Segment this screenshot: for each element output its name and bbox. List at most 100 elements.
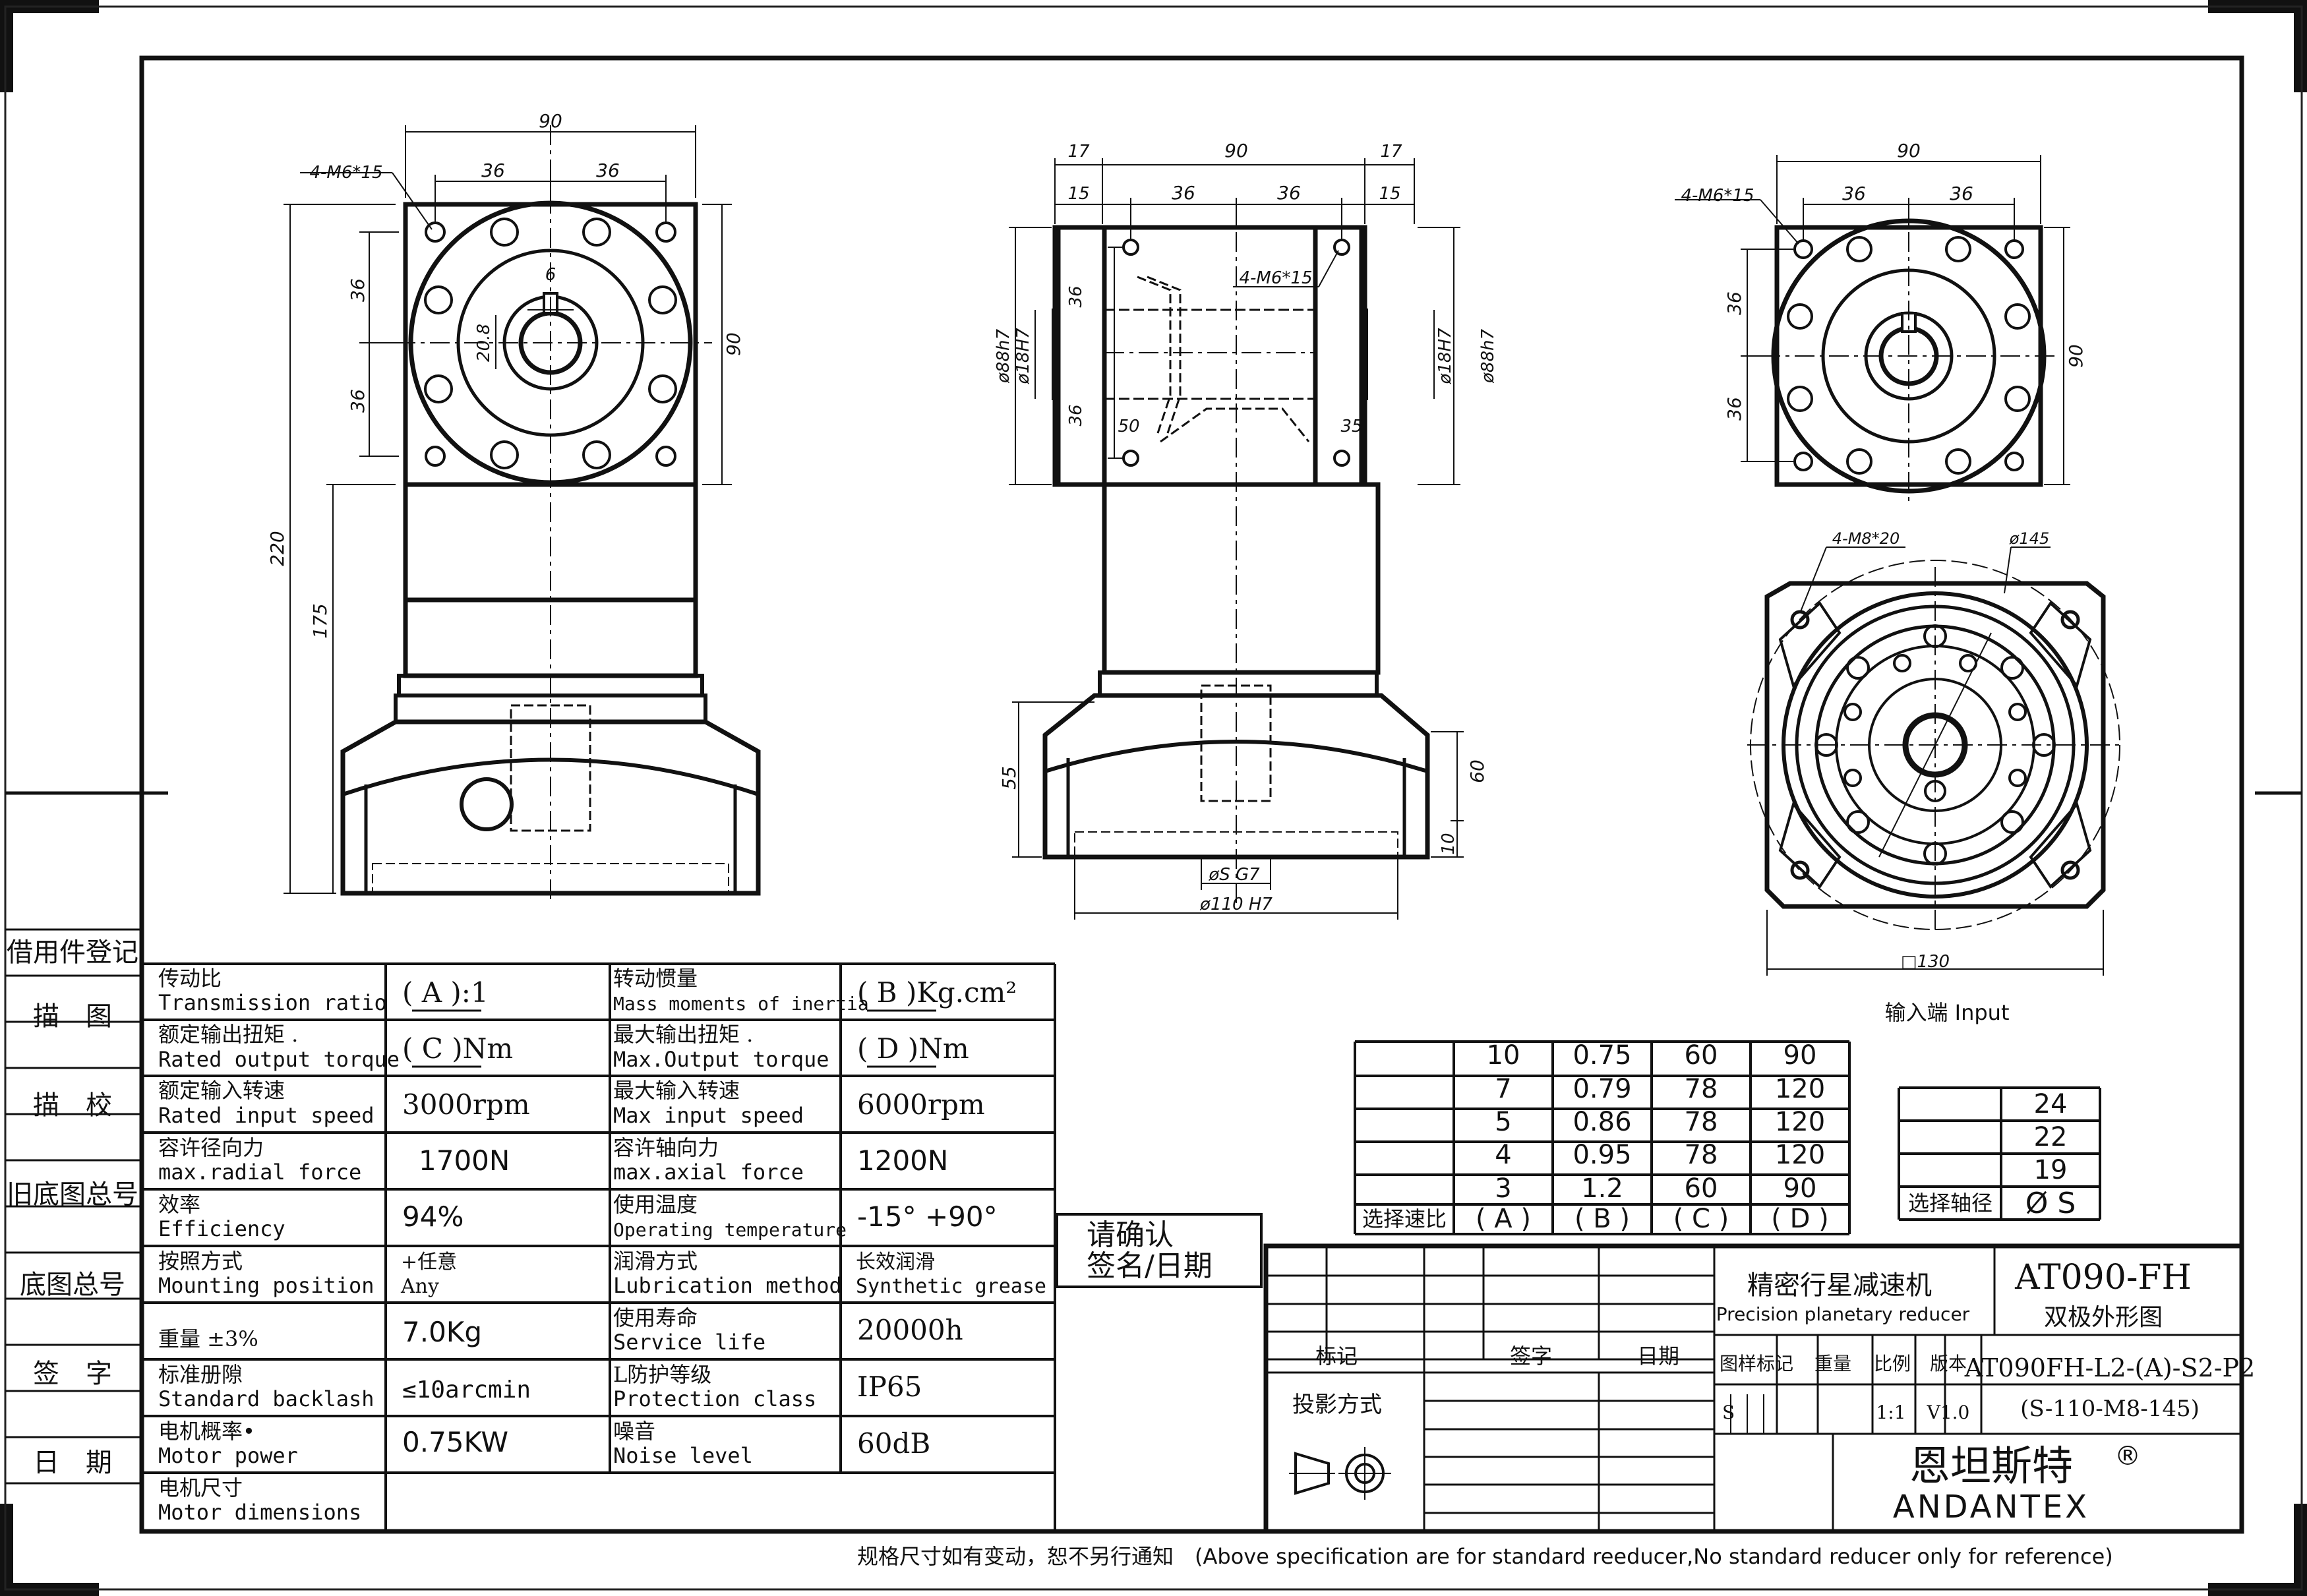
- spec-value-line1: +任意: [401, 1251, 457, 1274]
- ratio-cell: 60: [1685, 1173, 1718, 1204]
- ratio-cell: 60: [1685, 1040, 1718, 1071]
- dim-side-d18-left: ø18H7: [1013, 328, 1033, 385]
- ratio-cell: 120: [1775, 1074, 1825, 1104]
- spec-label-en: 重量 ±3%: [158, 1326, 258, 1351]
- spec-label-en: Noise level: [613, 1443, 753, 1468]
- spec-label-en: Motor dimensions: [158, 1500, 361, 1525]
- spec-value: 1700N: [419, 1144, 510, 1177]
- shaft-footer-value: Ø S: [2025, 1187, 2076, 1220]
- confirm-box: [1056, 1213, 1263, 1288]
- dim-side-d88-left: ø88h7: [994, 329, 1013, 384]
- sub-header: 版本: [1930, 1353, 1967, 1374]
- ratio-table-text: 10 0.75 60 90 7 0.79 78 120 5 0.86 78 12…: [1362, 1040, 1829, 1234]
- spec-label-cn: 按照方式: [158, 1249, 243, 1274]
- spec-label-cn: 额定输出扭矩 .: [158, 1022, 298, 1047]
- side-view: [1052, 225, 1367, 487]
- spec-value: ( B )Kg.cm²: [857, 976, 1017, 1009]
- ratio-cell: 78: [1685, 1074, 1718, 1104]
- spec-value: ≤10arcmin: [402, 1376, 531, 1404]
- dim-side-36a: 36: [1172, 182, 1195, 204]
- dim-front-220: 220: [266, 531, 288, 566]
- dim-input-pcd: ø145: [2009, 529, 2050, 548]
- spec-label-cn: 噪音: [613, 1419, 655, 1444]
- spec-label-en: Mounting position: [158, 1273, 375, 1298]
- side-label-3: 旧底图总号: [7, 1179, 138, 1210]
- ratio-footer-label: 选择速比: [1362, 1206, 1447, 1231]
- sub-header: 重量: [1814, 1353, 1851, 1374]
- ratio-footer-cell: ( D ): [1771, 1204, 1828, 1234]
- spec-label-en: Standard backlash: [158, 1386, 375, 1411]
- side-label-0: 借用件登记: [7, 937, 138, 968]
- spec-label-cn: L防护等级: [613, 1362, 711, 1387]
- dim-front-36a: 36: [347, 278, 369, 302]
- shaft-footer-label: 选择轴径: [1908, 1191, 1992, 1216]
- title-block: [1263, 1243, 2244, 1534]
- ratio-cell: 78: [1685, 1107, 1718, 1137]
- side-label-4: 底图总号: [20, 1270, 125, 1300]
- spec-label-en: Efficiency: [158, 1216, 285, 1241]
- spec-label-en: Lubrication method: [613, 1273, 842, 1298]
- dim-front-key: 6: [545, 265, 556, 285]
- spec-table: [142, 962, 1056, 1531]
- input-end-label: 输入端 Input: [1884, 1000, 2009, 1025]
- spec-label-en: Max.Output torque: [613, 1047, 829, 1072]
- footer-note: 规格尺寸如有变动，恕不另行通知 (Above specification are…: [857, 1544, 2113, 1569]
- spec-value: 0.75KW: [402, 1426, 508, 1458]
- spec-label-en: max.radial force: [158, 1160, 361, 1185]
- spec-label-en: Mass moments of inertia: [613, 993, 869, 1015]
- right-top-view: [1675, 155, 2070, 501]
- dim-input-square: □130: [1901, 952, 1950, 972]
- outer-border: [4, 5, 2303, 1591]
- dim-front-36-right: 36: [596, 160, 620, 181]
- dim-side-d18-right: ø18H7: [1435, 328, 1455, 385]
- dim-front-holes: 4-M6*15: [310, 163, 383, 183]
- front-view: [284, 125, 761, 903]
- spec-value: 1200N: [857, 1144, 948, 1177]
- ratio-cell: 4: [1495, 1140, 1511, 1170]
- dim-side-17-left: 17: [1067, 142, 1090, 162]
- dim-side-17-right: 17: [1380, 142, 1402, 162]
- spec-value-line1: 长效润滑: [856, 1251, 935, 1274]
- spec-label-cn: 传动比: [158, 966, 222, 991]
- spec-label-cn: 容许轴向力: [613, 1135, 719, 1160]
- spec-table-text: 传动比 Transmission ratio ( A ):1 转动惯量 Mass…: [158, 966, 1046, 1525]
- spec-label-en: Service life: [613, 1330, 765, 1355]
- spec-value: -15° +90°: [857, 1200, 998, 1233]
- spec-label-cn: 额定输入转速: [158, 1078, 285, 1103]
- spec-value-line2: Any: [400, 1275, 439, 1298]
- spec-label-cn: 最大输出扭矩 .: [613, 1022, 753, 1047]
- drawing-code-2: (S-110-M8-145): [2020, 1396, 2200, 1422]
- spec-label-cn: 转动惯量: [613, 966, 698, 991]
- product-name-en: Precision planetary reducer: [1716, 1303, 1970, 1325]
- dim-front-90: 90: [539, 110, 562, 132]
- spec-value: ( C )Nm: [402, 1032, 513, 1065]
- spec-label-cn: 效率: [158, 1192, 200, 1217]
- ratio-cell: 120: [1775, 1107, 1825, 1137]
- title-block-text: 精密行星减速机 Precision planetary reducer AT09…: [1292, 1258, 2255, 1525]
- spec-value: 6000rpm: [857, 1088, 985, 1121]
- side-label-1: 描 图: [33, 1001, 112, 1032]
- side-label-2: 描 校: [33, 1090, 112, 1121]
- dim-side-bore: øS G7: [1208, 865, 1260, 885]
- dim-front-90v: 90: [723, 332, 744, 356]
- model-number: AT090-FH: [2014, 1258, 2192, 1297]
- sub-header: 比例: [1874, 1353, 1911, 1374]
- input-view: [1747, 547, 2123, 976]
- ratio-cell: 90: [1783, 1173, 1817, 1204]
- ratio-cell: 0.79: [1573, 1074, 1631, 1104]
- dim-side-pilot: ø110 H7: [1199, 895, 1273, 914]
- col-label-sign: 签字: [1510, 1344, 1552, 1369]
- spec-value-line2: Synthetic grease: [856, 1275, 1046, 1298]
- brand-logo-en: ANDANTEX: [1893, 1489, 2089, 1525]
- confirm-line2: 签名/日期: [1087, 1249, 1213, 1283]
- ratio-cell: 5: [1495, 1107, 1511, 1137]
- shaft-table-text: 24 22 19 选择轴径 Ø S: [1908, 1089, 2076, 1220]
- dim-side-50: 50: [1118, 417, 1139, 436]
- spec-label-cn: 使用寿命: [613, 1305, 698, 1330]
- spec-label-en: Max input speed: [613, 1103, 804, 1128]
- dim-side-60: 60: [1466, 759, 1488, 783]
- ratio-cell: 1.2: [1581, 1173, 1623, 1204]
- drawing-name: 双极外形图: [2044, 1304, 2163, 1331]
- spec-label-cn: 使用温度: [613, 1192, 698, 1217]
- dim-side-10: 10: [1439, 833, 1458, 854]
